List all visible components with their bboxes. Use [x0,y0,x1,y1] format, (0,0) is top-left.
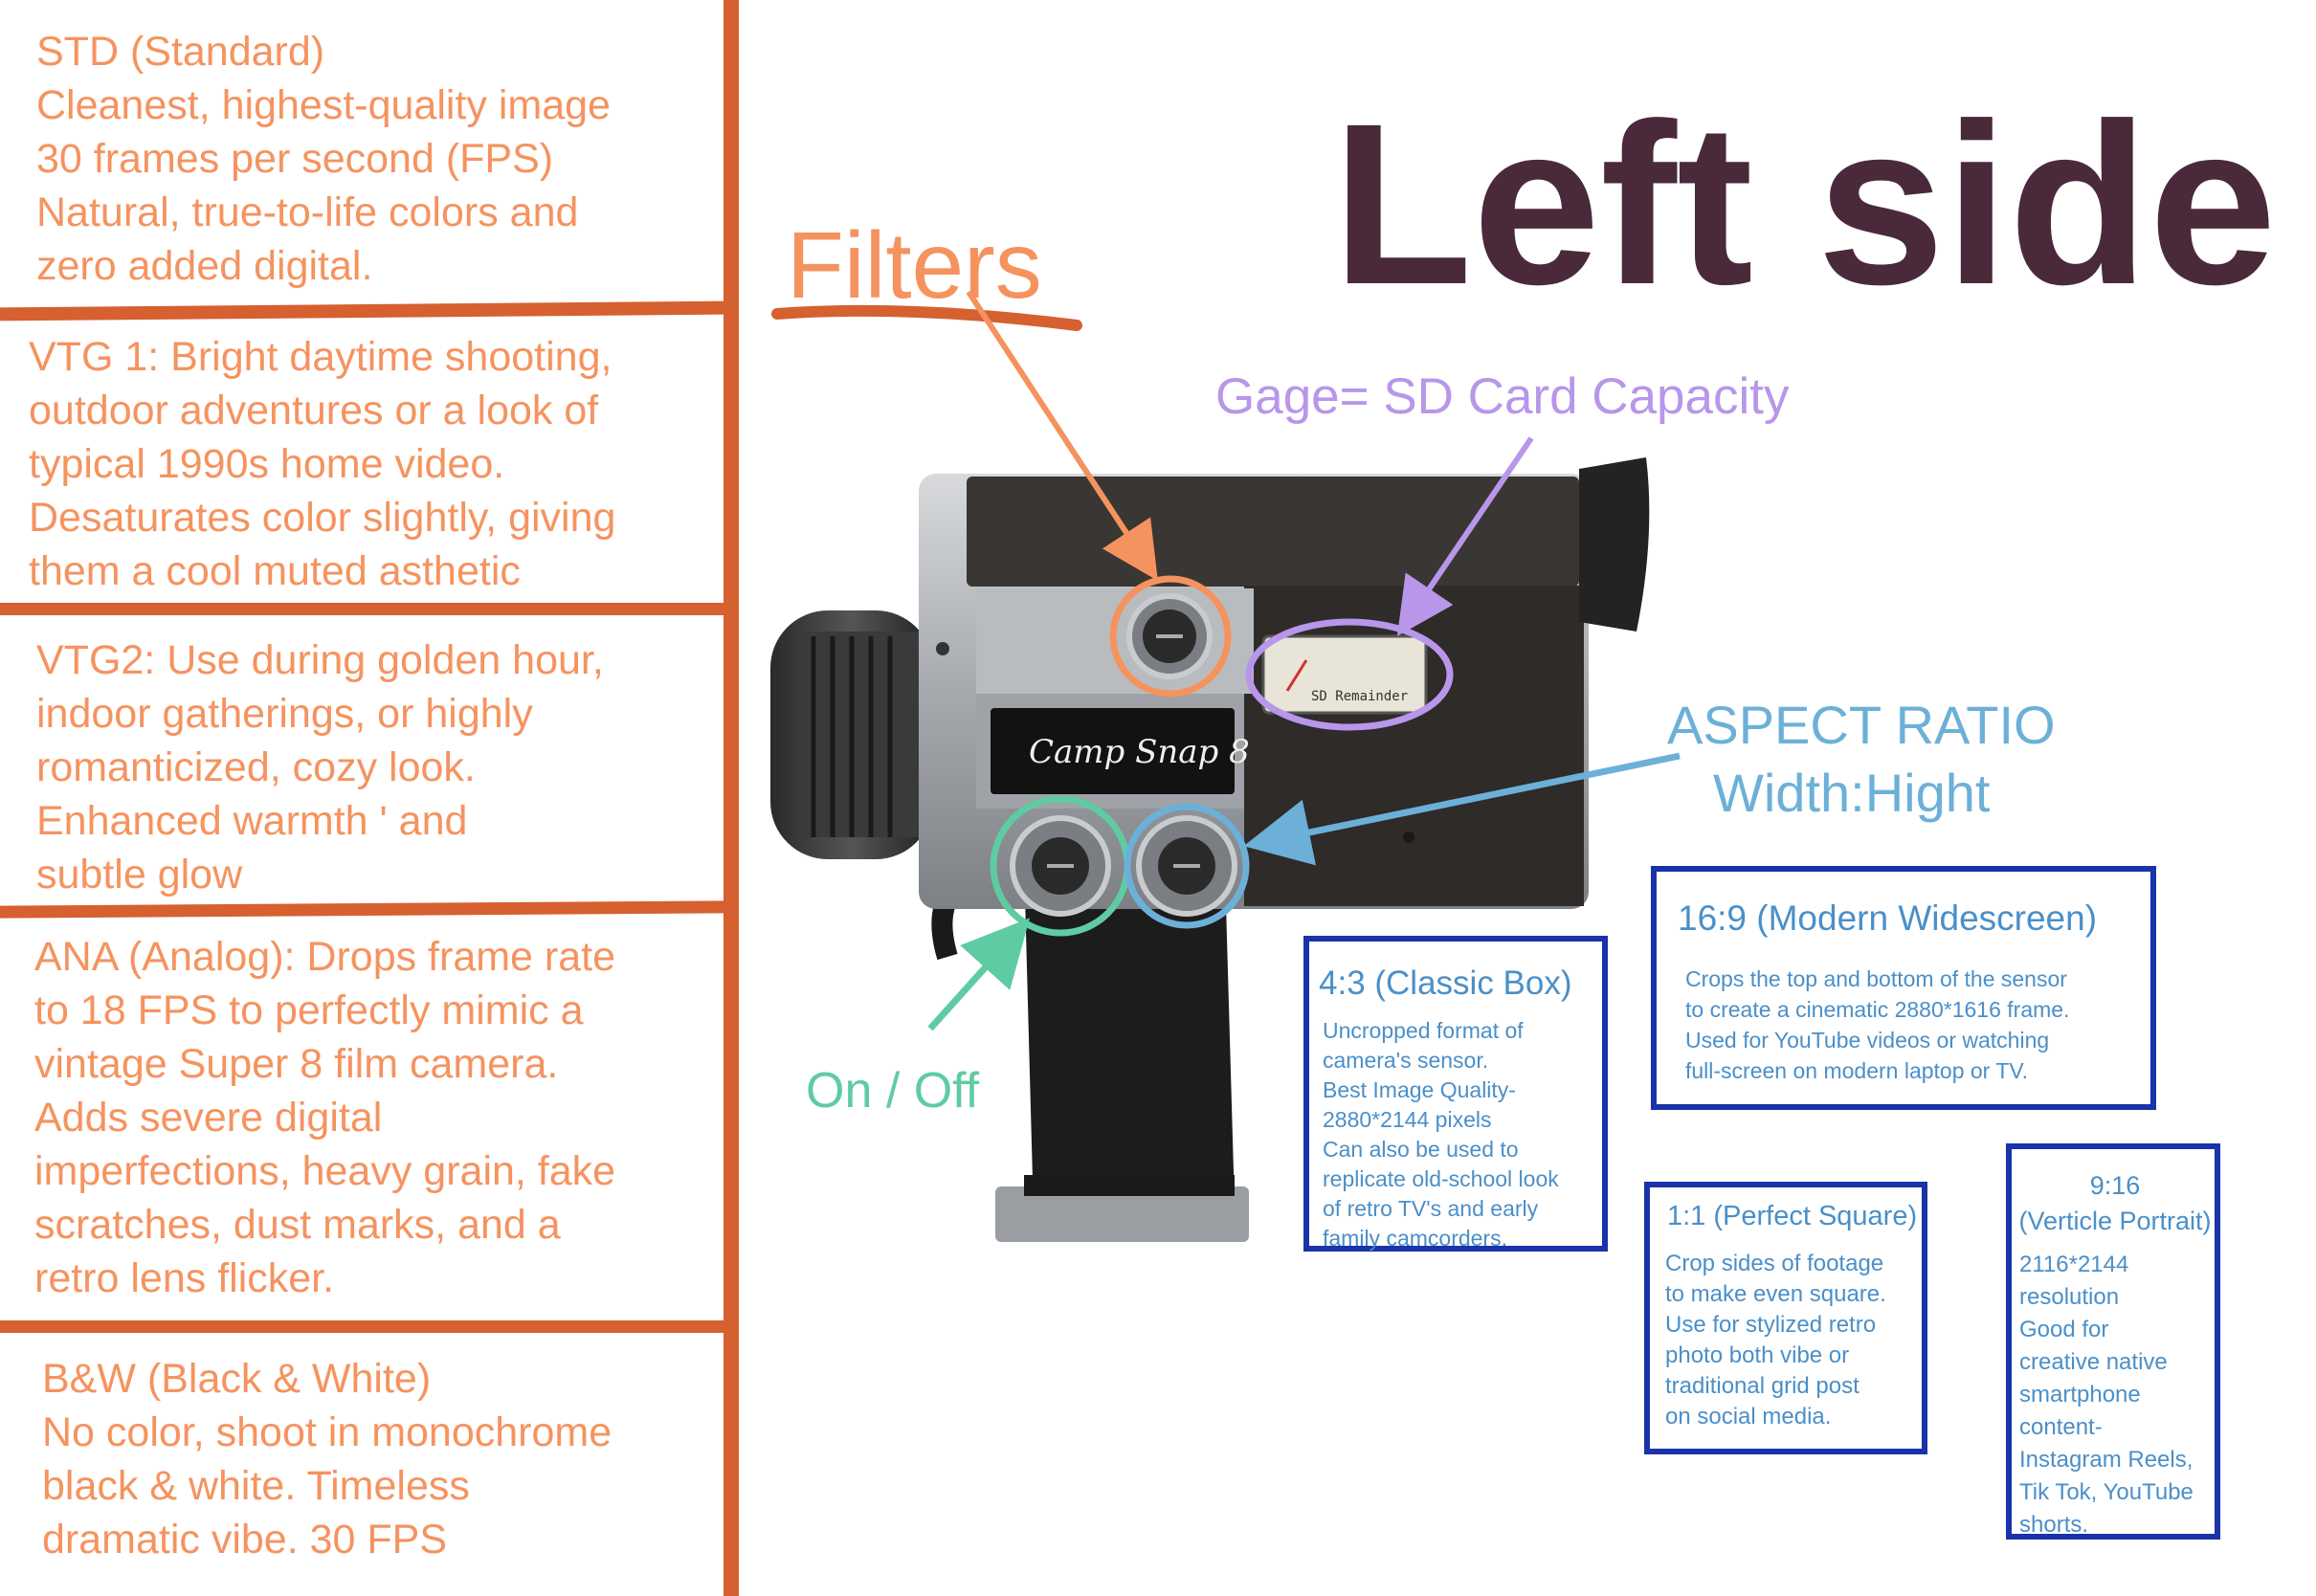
divider-2 [0,603,727,615]
aspect-box-16-9-body: Crops the top and bottom of the sensor t… [1685,966,2070,1083]
aspect-dial-ring [1124,803,1250,929]
gauge-callout-label: Gage= SD Card Capacity [1215,368,1790,425]
divider-4 [0,1320,727,1333]
on-off-callout-label: On / Off [806,1063,980,1119]
gauge-label: SD Remainder [1311,689,1408,704]
aspect-arrow [1243,752,1681,866]
camera-body: Camp Snap 8 SD Remainder [919,457,1650,917]
aspect-ratio-subtitle: Width:Hight [1713,763,1991,823]
aspect-box-1-1-body: Crop sides of footage to make even squar… [1665,1251,1886,1430]
aspect-box-16-9-title: 16:9 (Modern Widescreen) [1678,898,2098,938]
camera-lens [770,610,933,859]
gauge-ring [1245,618,1454,731]
aspect-box-4-3: 4:3 (Classic Box) Uncropped format of ca… [1303,936,1608,1252]
aspect-box-1-1: 1:1 (Perfect Square) Crop sides of foota… [1644,1182,1927,1454]
camera-brand-label: Camp Snap 8 [1029,733,1250,771]
filters-underline [771,304,1082,331]
filter-vtg1-description: VTG 1: Bright daytime shooting, outdoor … [29,334,616,594]
filter-bw-description: B&W (Black & White) No color, shoot in m… [42,1356,612,1563]
aspect-box-4-3-body: Uncropped format of camera's sensor. Bes… [1323,1018,1559,1251]
aspect-box-1-1-title: 1:1 (Perfect Square) [1667,1201,1918,1231]
gauge-arrow [1396,436,1534,636]
filters-heading: Filters [787,212,1042,318]
filters-arrow [966,290,1158,582]
aspect-box-9-16-body: 2116*2144 resolution Good for creative n… [2019,1252,2194,1538]
aspect-box-16-9: 16:9 (Modern Widescreen) Crops the top a… [1651,866,2156,1110]
aspect-box-9-16: 9:16 (Verticle Portrait) 2116*2144 resol… [2006,1143,2220,1540]
filter-std-description: STD (Standard) Cleanest, highest-quality… [36,29,611,289]
aspect-ratio-title: ASPECT RATIO [1667,695,2056,755]
filter-vtg2-description: VTG2: Use during golden hour, indoor gat… [36,637,604,898]
aspect-box-4-3-title: 4:3 (Classic Box) [1319,964,1572,1002]
power-arrow [927,918,1031,1031]
filter-dial-ring [1109,575,1232,698]
filter-ana-description: ANA (Analog): Drops frame rate to 18 FPS… [34,934,616,1301]
aspect-box-9-16-title: 9:16 (Verticle Portrait) [2018,1171,2212,1235]
left-column-vertical-divider [724,0,739,1596]
camera-grip [931,861,1249,1242]
page-title: Left side [1332,76,2277,332]
